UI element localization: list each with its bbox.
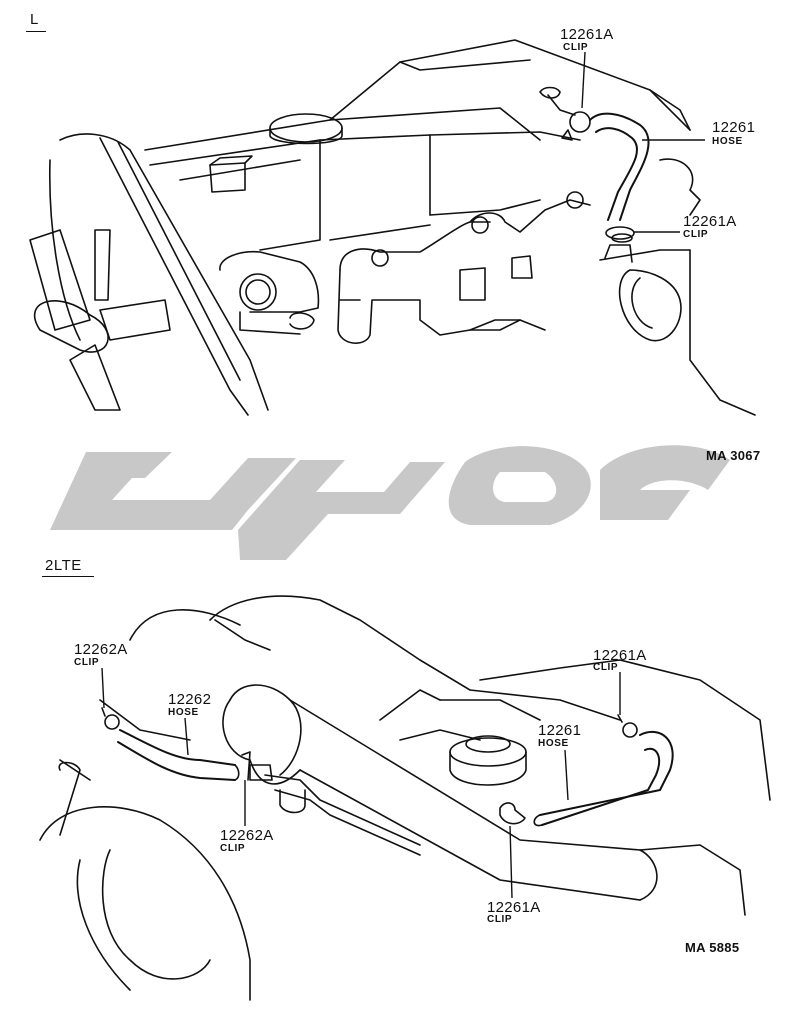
- callout-12261-hose-right-part: 12261: [538, 722, 582, 739]
- callout-12261-hose-part: 12261: [712, 119, 756, 136]
- callout-12261a-top-desc: CLIP: [563, 42, 589, 53]
- callout-12262a-upper-desc: CLIP: [74, 657, 100, 668]
- leader-lines-top: [581, 51, 705, 233]
- callout-12262a-lower-part: 12262A: [220, 827, 274, 844]
- callout-12261a-lower-part: 12261A: [683, 213, 737, 230]
- callout-12262-hose-desc: HOSE: [168, 707, 199, 718]
- engine-l-illustration: [29, 39, 756, 416]
- callout-12261-hose-desc: HOSE: [712, 136, 743, 147]
- section-label-l: L: [30, 11, 39, 28]
- callout-12262-hose-part: 12262: [168, 691, 212, 708]
- callout-12262a-upper-part: 12262A: [74, 641, 128, 658]
- callout-12261a-top-part: 12261A: [560, 26, 614, 43]
- leader-lines-bottom: [101, 667, 621, 899]
- watermark-logo: [50, 445, 730, 560]
- callout-12261a-right-part: 12261A: [593, 647, 647, 664]
- callout-12262a-lower-desc: CLIP: [220, 843, 246, 854]
- callout-12261-hose-right-desc: HOSE: [538, 738, 569, 749]
- callout-12261a-bottom-part: 12261A: [487, 899, 541, 916]
- callout-12261a-right-desc: CLIP: [593, 662, 619, 673]
- engine-2lte-illustration: [39, 595, 771, 1001]
- section-label-2lte-underline: [42, 576, 94, 577]
- callout-12261a-lower-desc: CLIP: [683, 229, 709, 240]
- ref-code-bottom: MA 5885: [685, 940, 740, 955]
- callout-12261a-bottom-desc: CLIP: [487, 914, 513, 925]
- section-label-2lte: 2LTE: [45, 557, 82, 574]
- ref-code-top: MA 3067: [706, 448, 761, 463]
- section-label-l-underline: [26, 31, 46, 32]
